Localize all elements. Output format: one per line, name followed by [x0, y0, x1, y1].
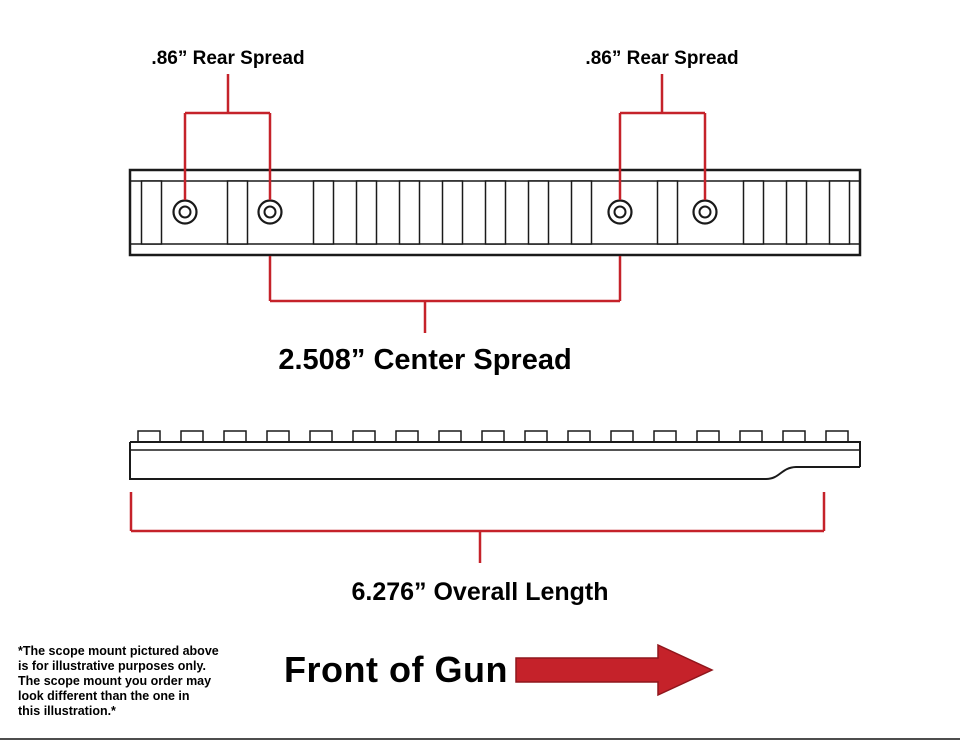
rail-tooth [266, 430, 290, 443]
rail-tooth [180, 430, 204, 443]
rail-slot [398, 180, 421, 245]
rail-slot [226, 180, 249, 245]
rail-slot [742, 180, 765, 245]
rail-slot [656, 180, 679, 245]
rail-slot [484, 180, 507, 245]
screw-hole-4-inner [698, 205, 712, 219]
overall-length-label: 6.276” Overall Length [351, 578, 609, 606]
rail-tooth [309, 430, 333, 443]
rail-tooth [395, 430, 419, 443]
rail-slot [527, 180, 550, 245]
rail-tooth [782, 430, 806, 443]
rail-tooth [610, 430, 634, 443]
disclaimer-line: this illustration.* [18, 704, 116, 718]
rail-side-view [129, 430, 861, 480]
rail-slot [828, 180, 851, 245]
rail-tooth [352, 430, 376, 443]
rail-tooth [223, 430, 247, 443]
rail-slots [140, 180, 851, 245]
screw-hole-3-inner [613, 205, 627, 219]
rail-tooth [739, 430, 763, 443]
rail-tooth [567, 430, 591, 443]
rear-spread-right-label: .86” Rear Spread [585, 48, 739, 69]
rail-tooth [524, 430, 548, 443]
bottom-divider [0, 738, 960, 740]
rail-tooth [825, 430, 849, 443]
rear-spread-left-label: .86” Rear Spread [151, 48, 305, 69]
rail-tooth [653, 430, 677, 443]
center-spread-dimension [268, 256, 622, 333]
rail-slot [355, 180, 378, 245]
rear-spread-left-dimension [183, 74, 272, 200]
rail-slot [140, 180, 163, 245]
disclaimer-line: is for illustrative purposes only. [18, 659, 207, 673]
rail-side-outline [129, 441, 861, 480]
rear-spread-right-dimension [618, 74, 707, 200]
rail-tooth [137, 430, 161, 443]
screw-hole-1-inner [178, 205, 192, 219]
rail-top-view [128, 168, 862, 257]
screw-hole-2-inner [263, 205, 277, 219]
overall-length-dimension [129, 492, 826, 563]
disclaimer-text: *The scope mount pictured above is for i… [18, 644, 268, 719]
rail-tooth [438, 430, 462, 443]
front-of-gun-label: Front of Gun [284, 649, 508, 690]
disclaimer-line: The scope mount you order may [18, 674, 212, 688]
front-direction-arrow-icon [515, 643, 714, 697]
rail-slot [312, 180, 335, 245]
rail-teeth [137, 430, 849, 443]
rail-slot [441, 180, 464, 245]
center-spread-label: 2.508” Center Spread [278, 344, 572, 376]
rail-slot [570, 180, 593, 245]
rail-tooth [481, 430, 505, 443]
screw-holes [172, 199, 718, 225]
disclaimer-line: *The scope mount pictured above [18, 644, 219, 658]
rail-tooth [696, 430, 720, 443]
disclaimer-line: look different than the one in [18, 689, 190, 703]
rail-slot [785, 180, 808, 245]
